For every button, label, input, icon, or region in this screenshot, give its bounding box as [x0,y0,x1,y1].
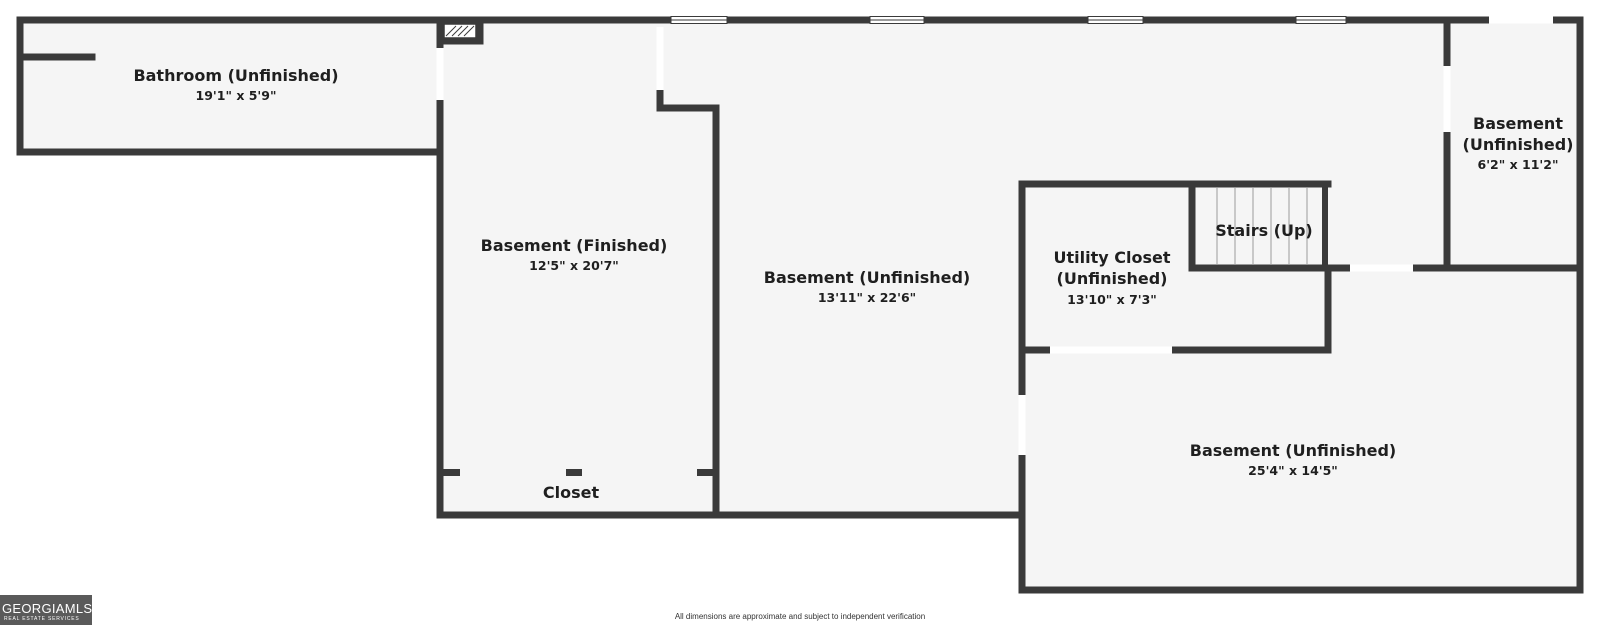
floor-fills [20,20,1580,590]
basement-right-label-line2: (Unfinished) [1463,135,1574,154]
wall-stub [440,469,460,476]
door-openings [436,16,1553,455]
basement-bottom-label: Basement (Unfinished) [1190,441,1396,460]
closet-label: Closet [543,483,600,502]
basement-center-label: Basement (Unfinished) [764,268,970,287]
door-opening [656,27,664,90]
basement-center-dims: 13'11" x 22'6" [818,290,916,305]
basement-right-dims: 6'2" x 11'2" [1478,157,1559,172]
bathroom-dims: 19'1" x 5'9" [196,88,277,103]
door-opening [1018,395,1026,455]
stairs-right-wall [1322,184,1328,268]
door-opening [436,48,444,100]
upper-right-floor [1020,20,1580,270]
basement-bottom-dims: 25'4" x 14'5" [1248,463,1338,478]
utility-closet-label-line1: Utility Closet [1054,248,1171,267]
door-opening [1443,66,1451,132]
closet-stubs [440,469,717,476]
bathroom-label: Bathroom (Unfinished) [133,66,338,85]
door-opening [1050,346,1172,354]
basement-finished-label: Basement (Finished) [481,236,668,255]
bathroom-floor [20,20,440,152]
windows [670,16,1347,24]
door-opening [1350,264,1413,272]
stairs-label: Stairs (Up) [1215,221,1313,240]
logo-subtext: REAL ESTATE SERVICES [4,616,80,622]
utility-closet-label-line2: (Unfinished) [1057,269,1168,288]
logo-text: GEORGIAMLS [2,601,93,616]
stairs-treads [1216,188,1308,265]
basement-bottom-floor [1020,270,1580,590]
georgiamls-logo: GEORGIAMLS REAL ESTATE SERVICES [0,595,92,625]
wall-stub [566,469,582,476]
disclaimer-text: All dimensions are approximate and subje… [674,612,926,621]
vent-hatch [443,23,477,39]
basement-right-label-line1: Basement [1473,114,1563,133]
wall-stub [697,469,717,476]
utility-closet-dims: 13'10" x 7'3" [1067,292,1157,307]
door-opening [1489,16,1553,24]
basement-finished-dims: 12'5" x 20'7" [529,258,619,273]
